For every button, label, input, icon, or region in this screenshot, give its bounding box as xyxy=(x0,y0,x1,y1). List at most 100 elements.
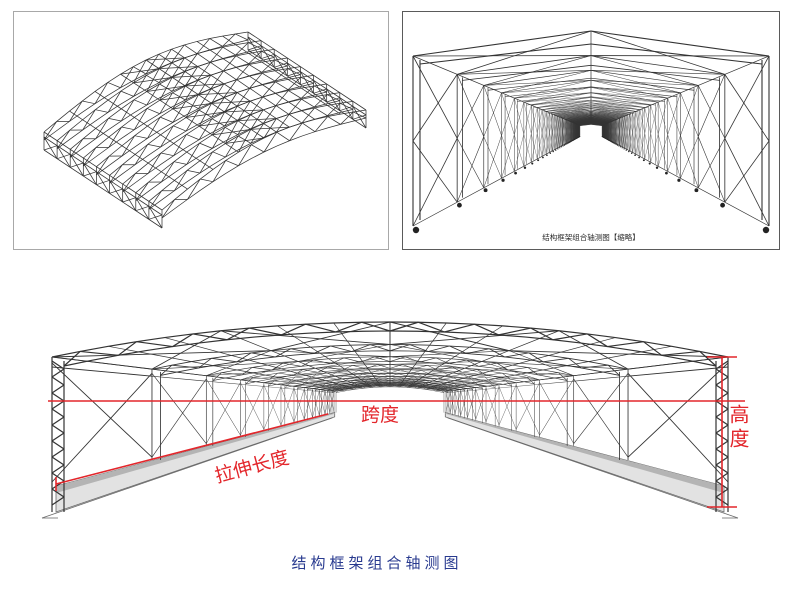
rafter xyxy=(561,113,592,118)
roof-top-chord xyxy=(151,344,629,370)
scissor-bay xyxy=(240,364,540,436)
purlin xyxy=(333,322,381,386)
caster-wheel xyxy=(557,148,559,150)
truss-web xyxy=(159,92,173,114)
roof-brace xyxy=(389,369,445,377)
roof-brace xyxy=(263,368,316,383)
rafter xyxy=(590,119,610,123)
scissor-arm xyxy=(515,382,540,430)
roof-web xyxy=(427,385,432,389)
roof-web xyxy=(389,364,403,369)
roof-web xyxy=(377,364,391,369)
caster-wheel xyxy=(648,162,651,165)
scissor-arm xyxy=(263,386,282,430)
roof-brace xyxy=(211,111,225,136)
rafter xyxy=(590,115,617,120)
scissor-arm xyxy=(667,135,681,172)
base-rail xyxy=(247,49,367,129)
wall-girt xyxy=(539,380,574,385)
truss-web xyxy=(275,81,289,91)
truss-web xyxy=(133,75,147,97)
roof-web xyxy=(537,372,559,376)
truss-web xyxy=(353,111,367,119)
roof-web xyxy=(361,321,391,332)
roof-brace xyxy=(389,364,454,374)
roof-web xyxy=(343,377,351,382)
scissor-arm xyxy=(658,134,668,172)
rafter-tie xyxy=(579,124,592,126)
scissor-arm xyxy=(483,136,502,179)
base-rail xyxy=(43,149,163,229)
roof-web xyxy=(172,333,194,348)
column-lattice xyxy=(51,424,65,434)
rafter-tie xyxy=(487,77,592,91)
scissor-arm xyxy=(626,115,630,133)
base-scissor xyxy=(326,88,341,111)
scissor-arm xyxy=(531,107,538,134)
scissor-arm xyxy=(639,133,645,157)
roof-top-chord xyxy=(263,369,517,383)
roof-web xyxy=(434,387,439,391)
roof-brace xyxy=(590,55,699,86)
roof-web xyxy=(349,377,360,381)
scissor-arm xyxy=(523,105,532,135)
truss-web xyxy=(83,147,97,167)
roof-web xyxy=(290,348,314,354)
roof-web xyxy=(359,376,367,381)
roof-web xyxy=(419,357,437,363)
roof-web xyxy=(389,383,396,386)
portal-frame xyxy=(319,381,461,417)
roof-web xyxy=(409,344,429,352)
roof-web xyxy=(466,348,490,354)
scissor-arm xyxy=(537,109,543,134)
roof-web xyxy=(362,373,373,377)
rafter xyxy=(590,119,609,123)
truss-web xyxy=(120,99,135,122)
floor-track-edge xyxy=(445,412,724,493)
roof-web xyxy=(328,379,335,384)
purlin xyxy=(120,73,239,153)
rafter xyxy=(559,112,592,118)
roof-web xyxy=(505,380,512,387)
rafter xyxy=(562,114,592,119)
wall-girt xyxy=(573,375,629,382)
roof-brace xyxy=(531,99,592,106)
floor-tracks xyxy=(41,412,739,519)
roof-web xyxy=(441,390,445,393)
roof-web xyxy=(301,384,313,387)
roof-top-chord xyxy=(334,385,446,392)
column-lattice xyxy=(51,488,65,498)
rafter xyxy=(590,108,630,115)
roof-web xyxy=(452,366,463,373)
purlin xyxy=(436,345,672,390)
rafter xyxy=(590,121,607,124)
wall-girt xyxy=(486,387,500,390)
roof-web xyxy=(486,372,503,376)
roof-web xyxy=(460,379,472,382)
arched-truss xyxy=(122,83,328,202)
truss-web xyxy=(327,116,341,125)
roof-brace xyxy=(590,80,699,86)
portal-frame xyxy=(263,369,517,431)
roof-web xyxy=(80,350,119,356)
roof-web xyxy=(389,381,396,385)
scissor-arm xyxy=(240,384,265,436)
truss-web xyxy=(302,122,316,132)
scissor-arm xyxy=(460,389,468,416)
roof-web xyxy=(380,385,386,388)
roof-brace xyxy=(590,30,725,75)
truss-web xyxy=(134,135,148,139)
column-lattice xyxy=(51,456,65,466)
roof-web xyxy=(430,371,443,375)
caster-wheel xyxy=(514,171,517,175)
scissor-arm xyxy=(514,98,524,135)
truss-web xyxy=(251,144,265,153)
scissor-arm xyxy=(650,102,659,134)
roof-web xyxy=(478,362,498,367)
isometric-truss-drawing xyxy=(43,31,367,229)
column-lattice xyxy=(51,432,65,442)
roof-web xyxy=(413,365,428,370)
scissor-arm xyxy=(514,134,524,167)
roof-top-chord xyxy=(206,356,574,377)
rafter xyxy=(574,120,592,124)
